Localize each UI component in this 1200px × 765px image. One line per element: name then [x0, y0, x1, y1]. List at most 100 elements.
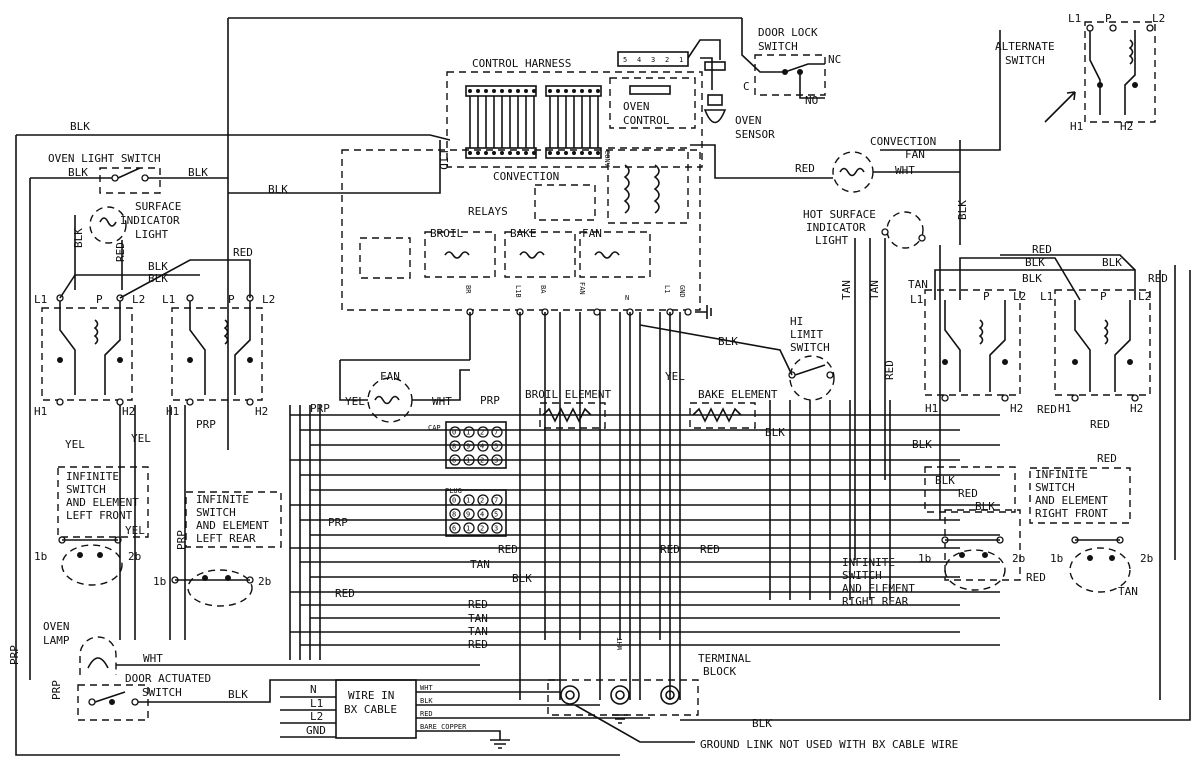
infinite-switch-left-rear: INFINITE SWITCH AND ELEMENT LEFT REAR 1b…: [153, 491, 282, 607]
svg-text:RIGHT REAR: RIGHT REAR: [842, 595, 909, 608]
svg-text:1b: 1b: [1050, 552, 1063, 565]
door-lock-nc: NC: [828, 53, 841, 66]
oven-sensor-label: OVEN: [735, 114, 762, 127]
svg-text:BLK: BLK: [935, 474, 955, 487]
alt-p: P: [1105, 12, 1112, 25]
svg-text:L2: L2: [262, 293, 275, 306]
svg-text:TAN: TAN: [1118, 585, 1138, 598]
bx-cable-box: WIRE IN BX CABLE WHT BLK RED BARE COPPER…: [280, 679, 650, 749]
door-actuated-label: DOOR ACTUATED: [125, 672, 211, 685]
pin-n: N: [625, 294, 629, 302]
oven-sensor-icon: [703, 61, 727, 124]
svg-text:WHT: WHT: [143, 652, 163, 665]
svg-text:P: P: [228, 293, 235, 306]
left-switch-1: L1 P L2 H1 H2: [34, 293, 145, 418]
relay-broil-label: BROIL: [430, 227, 463, 240]
svg-text:H1: H1: [925, 402, 938, 415]
svg-text:L1: L1: [910, 293, 923, 306]
svg-text:BLK: BLK: [72, 228, 85, 248]
connector-pin: 8: [452, 511, 456, 519]
connector-pin: 3: [494, 525, 498, 533]
svg-text:AND ELEMENT: AND ELEMENT: [66, 496, 139, 509]
svg-text:PRP: PRP: [328, 516, 348, 529]
harness-bus: PRP PRP YEL YEL PRP RED RED RED TAN BLK …: [8, 238, 1176, 700]
alt-l2: L2: [1152, 12, 1165, 25]
svg-text:BLK: BLK: [268, 183, 288, 196]
svg-text:SWITCH: SWITCH: [842, 569, 882, 582]
svg-text:PRP: PRP: [175, 530, 188, 550]
hi-limit-label-2: LIMIT: [790, 328, 823, 341]
relay-bake: BAKE: [504, 227, 576, 278]
convection-label: CONVECTION: [493, 170, 559, 183]
connector-pin: 6: [452, 525, 456, 533]
svg-text:BLK: BLK: [420, 697, 433, 705]
svg-text:BLK: BLK: [765, 426, 785, 439]
convection-fan-label-2: FAN: [905, 148, 925, 161]
bx-cable-label: BX CABLE: [344, 703, 397, 716]
svg-text:YEL: YEL: [131, 432, 151, 445]
ground-link-note: GROUND LINK NOT USED WITH BX CABLE WIRE: [700, 738, 958, 751]
svg-text:BLK: BLK: [752, 717, 772, 730]
svg-text:RED: RED: [420, 710, 433, 718]
svg-text:BLK: BLK: [148, 260, 168, 273]
svg-text:L2: L2: [132, 293, 145, 306]
connector-pin: 1: [466, 429, 470, 437]
connector-pin: 1: [466, 525, 470, 533]
connector-pin: 5: [494, 443, 498, 451]
svg-text:H1: H1: [166, 405, 179, 418]
svg-text:2b: 2b: [1140, 552, 1153, 565]
hot-surface-label: HOT SURFACE: [803, 208, 876, 221]
connector-pin: 1: [466, 497, 470, 505]
svg-text:N: N: [310, 683, 317, 696]
svg-text:1b: 1b: [153, 575, 166, 588]
connector-pin: 0: [452, 497, 456, 505]
svg-text:RED: RED: [468, 598, 488, 611]
door-actuated-switch: DOOR ACTUATED SWITCH BLK PRP: [50, 672, 560, 721]
svg-text:GND: GND: [306, 724, 326, 737]
connector-pin: 4: [480, 511, 484, 519]
oven-lamp: OVEN LAMP WHT: [43, 620, 480, 675]
svg-text:AND ELEMENT: AND ELEMENT: [1035, 494, 1108, 507]
connector-pin: 2: [480, 497, 484, 505]
svg-text:RED: RED: [498, 543, 518, 556]
svg-text:PRP: PRP: [310, 402, 330, 415]
svg-text:RED: RED: [795, 162, 815, 175]
svg-text:WHT: WHT: [420, 684, 433, 692]
connector-pin: 2: [480, 525, 484, 533]
alternate-title-2: SWITCH: [1005, 54, 1045, 67]
surface-indicator-label-2: INDICATOR: [120, 214, 180, 227]
relay-fan-label: FAN: [582, 227, 602, 240]
svg-text:YEL: YEL: [665, 370, 685, 383]
svg-text:SWITCH: SWITCH: [1035, 481, 1075, 494]
svg-text:WHT: WHT: [432, 395, 452, 408]
svg-text:2: 2: [665, 56, 669, 64]
svg-text:BLK: BLK: [1022, 272, 1042, 285]
svg-text:WHT: WHT: [616, 637, 624, 650]
svg-text:RED: RED: [114, 242, 127, 262]
hi-limit-label: HI: [790, 315, 803, 328]
relay-broil: BROIL: [424, 227, 496, 278]
door-lock-title: DOOR LOCK: [758, 26, 818, 39]
terminal-block: TERMINAL BLOCK WHT BLK GROUND LINK NOT U…: [547, 637, 958, 751]
svg-text:L2: L2: [1138, 290, 1151, 303]
surface-indicator-label-3: LIGHT: [135, 228, 168, 241]
pin-ba: BA: [539, 285, 547, 294]
connector-pin: 4: [480, 443, 484, 451]
svg-text:BLK: BLK: [975, 500, 995, 513]
control-harness-label: CONTROL HARNESS: [472, 57, 571, 70]
svg-text:1: 1: [679, 56, 683, 64]
svg-text:L2: L2: [1013, 290, 1026, 303]
svg-text:P: P: [96, 293, 103, 306]
svg-text:H2: H2: [255, 405, 268, 418]
svg-text:P: P: [983, 290, 990, 303]
svg-text:LEFT REAR: LEFT REAR: [196, 532, 256, 545]
connector-pin: 9: [466, 511, 470, 519]
svg-text:RED: RED: [1090, 418, 1110, 431]
svg-text:L1: L1: [310, 697, 323, 710]
oven-lamp-label: OVEN: [43, 620, 70, 633]
svg-text:PRP: PRP: [8, 645, 21, 665]
svg-text:BLK: BLK: [68, 166, 88, 179]
alt-h1: H1: [1070, 120, 1083, 133]
svg-text:L1: L1: [1040, 290, 1053, 303]
door-lock-title-2: SWITCH: [758, 40, 798, 53]
